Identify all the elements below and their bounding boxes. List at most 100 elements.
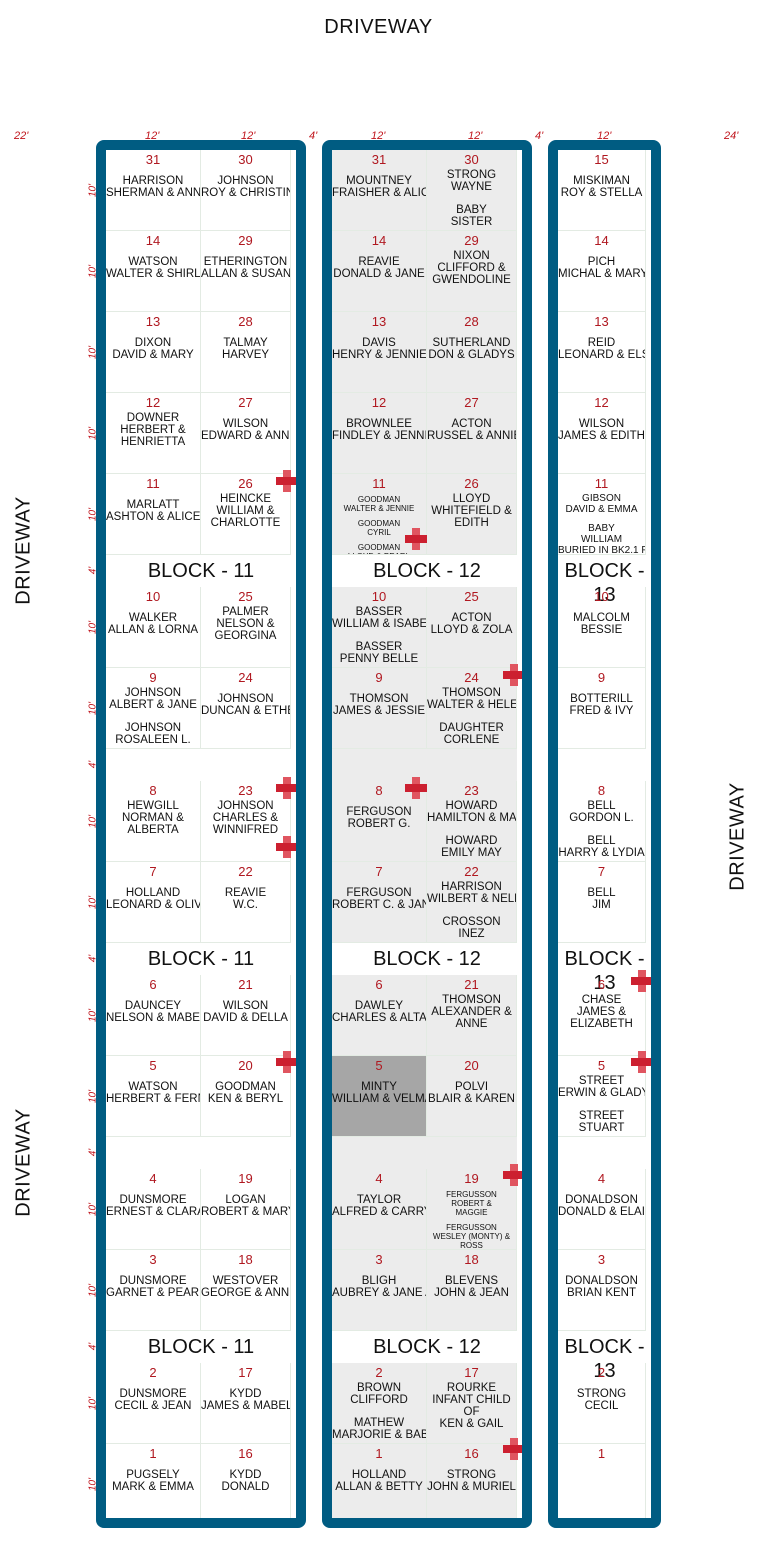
plot-name-line: REAVIE: [224, 887, 267, 899]
plot-name-line: DAVID & EMMA: [565, 504, 638, 515]
plot-name-line: CHARLES & ALTA: [332, 1012, 427, 1024]
plot-name-line: AUBREY & JANE A.: [332, 1287, 427, 1299]
block-12-label: BLOCK - 12: [373, 1336, 481, 1358]
plot-name-line: WILLIAM &: [216, 505, 275, 517]
plot-name-line: GARNET & PEARL: [106, 1287, 201, 1299]
plot-name-line: WILSON: [222, 418, 269, 430]
red-cross-icon: [631, 1051, 653, 1073]
plot-name-line: GOODMAN: [357, 495, 401, 504]
dimension-col-b12-a: 12': [371, 130, 386, 142]
plot-name-line: MOUNTNEY: [346, 175, 412, 187]
plot-name-line: HARRY & LYDIA: [558, 847, 645, 859]
plot-name-line: CYRIL: [367, 528, 391, 537]
plot-name-line: DAVID & MARY: [112, 349, 194, 361]
plot-name-line: GWENDOLINE: [432, 274, 511, 286]
plot-name-line: CORLENE: [443, 734, 500, 746]
plot-number: 14: [371, 233, 387, 248]
plot-name-line: CHASE: [581, 994, 622, 1006]
plot-name-line: HOLLAND: [125, 887, 181, 899]
plot-name-line: HOLLAND: [351, 1469, 407, 1481]
plot-name-line: PICH: [587, 256, 616, 268]
